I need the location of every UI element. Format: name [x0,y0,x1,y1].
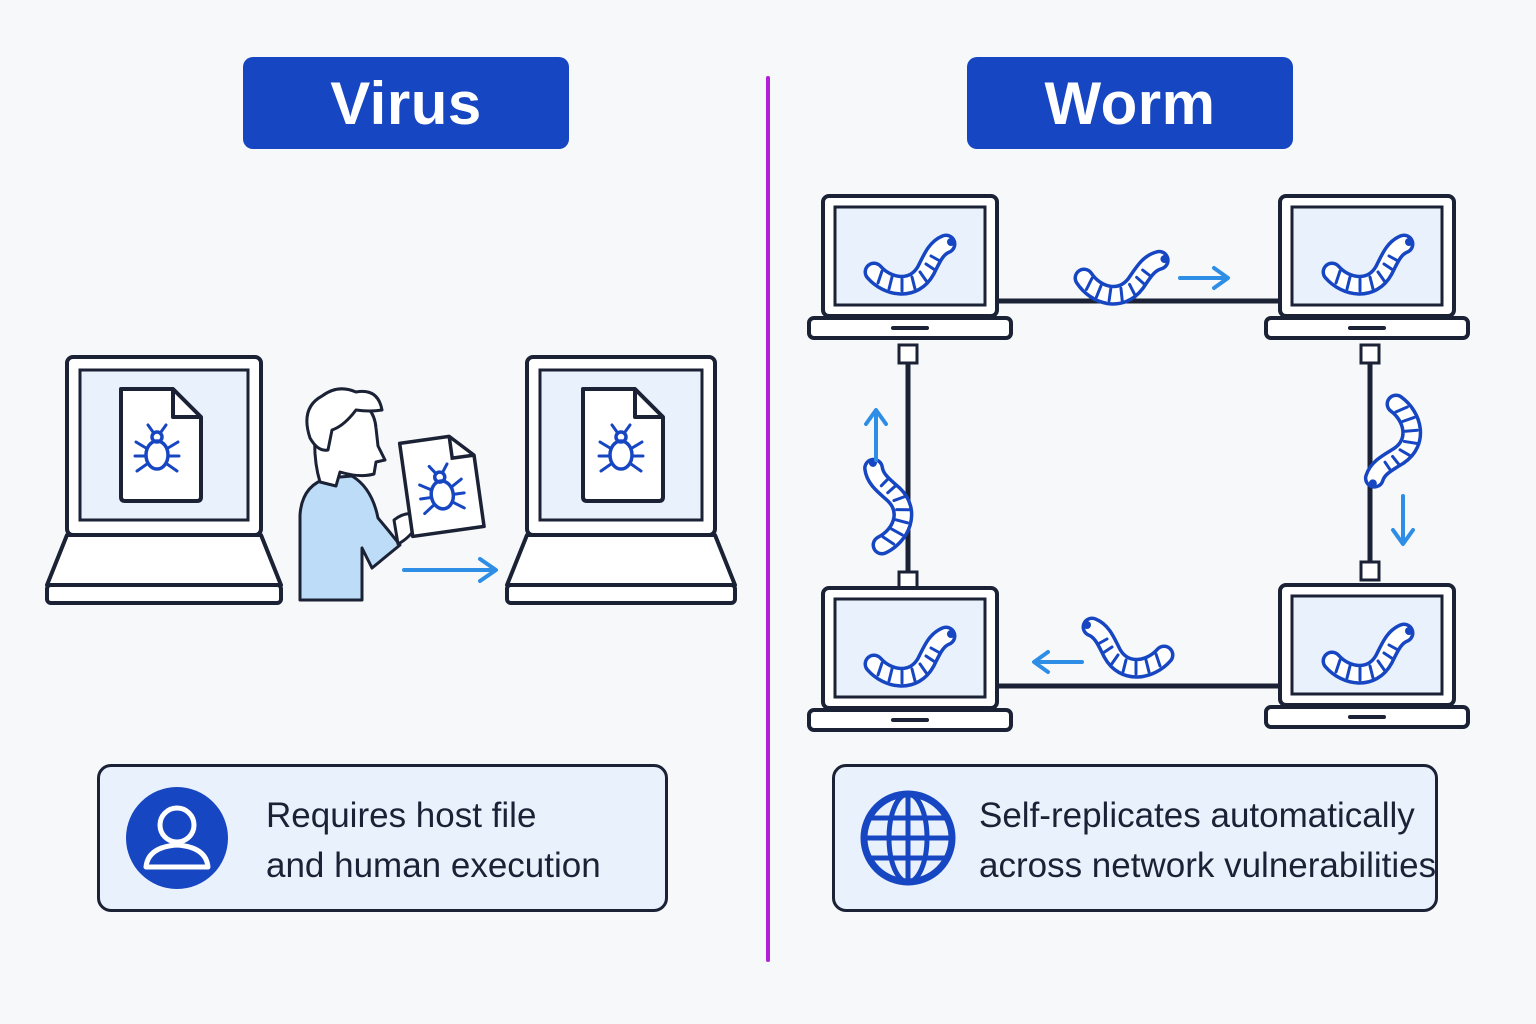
worm-info-text: Self-replicates automatically across net… [979,791,1436,891]
worm-laptop-top-right [1264,194,1470,340]
person-icon [298,387,422,602]
virus-laptop-left [45,355,283,605]
virus-transfer-arrow [402,557,498,583]
virus-info-box: Requires host file and human execution [97,764,668,912]
worm-info-line1: Self-replicates automatically [979,796,1415,835]
virus-title: Virus [243,57,569,149]
virus-file-in-hand [397,434,486,539]
network-connectors [897,343,1381,592]
traveling-worm-bottom [1083,621,1164,674]
propagation-arrows [864,266,1415,674]
worm-title: Worm [967,57,1293,149]
virus-info-text: Requires host file and human execution [266,791,601,891]
worm-info-box: Self-replicates automatically across net… [832,764,1438,912]
worm-laptop-bottom-left [807,586,1013,732]
section-divider [766,76,770,962]
virus-laptop-right [505,355,737,605]
virus-info-line2: and human execution [266,846,601,885]
network-links [905,298,1373,689]
globe-icon [860,790,956,886]
worm-info-line2: across network vulnerabilities [979,846,1437,885]
user-icon [126,787,228,889]
worm-laptop-top-left [807,194,1013,340]
virus-info-line1: Requires host file [266,796,537,835]
worm-laptop-bottom-right [1264,583,1470,729]
